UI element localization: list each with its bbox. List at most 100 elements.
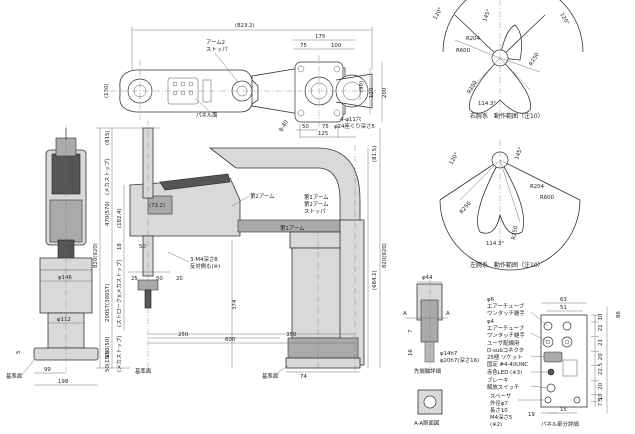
dim-5-front: 5 (16, 351, 22, 354)
panel-dim-6: 10 (598, 393, 604, 400)
r204-l: R204 (530, 184, 545, 190)
dim-823: (823.2) (235, 23, 255, 29)
label-arm1-stopper-1: 第1アーム (304, 193, 329, 201)
r600-l: R600 (540, 195, 555, 201)
dim-120: 120 (369, 87, 375, 98)
vdim-182: (182.4) (117, 208, 123, 228)
vdim-820: 820(920) (93, 243, 99, 268)
dim-73-2: (73.2) (149, 203, 165, 209)
r250-l: R250 (459, 200, 473, 215)
panel-dim-3: 20 (598, 353, 604, 360)
range-right: 120° 120° 145° R204 R600 R250 R250 114.3… (433, 0, 584, 120)
r250b-l: R250 (511, 225, 519, 240)
angle-120b-r: 120° (558, 12, 570, 27)
dim-250: 250 (178, 332, 189, 338)
dim-100: 100 (331, 43, 342, 49)
label-aa-section: A-A断面図 (414, 419, 439, 427)
dim-51: 51 (560, 305, 567, 311)
dim-50b: 50 (156, 276, 163, 282)
dim-7: 7 (408, 330, 414, 333)
label-arm1: 第1アーム (280, 224, 305, 232)
angle-114-l: 114.3° (486, 241, 504, 247)
panel-dim-5: 20 (598, 382, 604, 389)
label-air6-2: エアーチューブ (487, 302, 525, 310)
range-left: 120° 145° R204 R600 R250 R250 114.3° 左腕系… (439, 140, 581, 271)
dim-130: (130) (104, 84, 110, 99)
dim-50-shaft: 50 (139, 244, 146, 250)
angle-114-r: 114.3° (478, 101, 496, 107)
label-arm2-stopper-1: アーム2 (206, 39, 225, 46)
label-air6-3: ワンタッチ継手 (487, 309, 525, 317)
dim-20: 20 (176, 276, 183, 282)
label-spacer-3: 長さ10 (490, 407, 508, 414)
vdim-mech-stop-2: (メカストップ) (116, 259, 123, 296)
label-spacer-1: スペーサ (490, 393, 511, 400)
dim-75b: 75 (322, 124, 329, 130)
vdim-150: 150(50) (105, 337, 111, 358)
top-view: (823.2) 175 75 100 (90) 1 (104, 23, 388, 138)
dim-820-right: 820(920) (382, 243, 388, 268)
caption-left: 左腕系 動作範囲（注10） (470, 261, 544, 269)
angle-120a-l: 120° (449, 151, 461, 166)
label-dsub-1: ユーザ配線用 (487, 339, 519, 347)
dim-50: 50 (302, 124, 309, 130)
dim-198: 198 (58, 379, 69, 385)
angle-145-l: 145° (514, 146, 524, 161)
label-spacer-4: M4深さ5 (490, 413, 512, 421)
label-base-face-side-1: 基準面 (135, 367, 152, 375)
dim-16: 16 (408, 349, 414, 356)
label-brake-1: ブレーキ (487, 376, 509, 384)
label-dsub-4: 固定 #4-40UNC (487, 360, 528, 368)
label-arm1-stopper-3: ストッパ (304, 208, 326, 215)
panel-dim-0: 10 (598, 313, 604, 320)
dim-374: 374 (232, 299, 238, 310)
dim-phi14: φ14h7 (440, 351, 457, 357)
label-air4-1: φ4 (487, 319, 495, 325)
dim-815-right: (81.5) (372, 146, 378, 162)
angle-120a-r: 120° (433, 6, 445, 21)
r250-r: R250 (529, 51, 541, 67)
r250b-r: R250 (467, 79, 479, 95)
dim-19: 19 (528, 412, 535, 418)
vdim-mech-stop-1: (メカストップ) (104, 158, 111, 195)
label-arm1-stopper-2: 第2アーム (304, 200, 329, 208)
panel-dim-2: 21 (598, 339, 604, 346)
label-A-1: A (403, 311, 407, 317)
dim-25: 25 (131, 276, 138, 282)
dim-200: 200 (382, 87, 388, 98)
dim-86: 86 (616, 311, 622, 318)
label-dsub-3: 25極 ソケット (487, 353, 523, 361)
vdim-815: (815) (105, 131, 111, 146)
vdim-mech-stop-3: (メカストップ) (116, 335, 123, 372)
panel-dim-4: 22.5 (598, 363, 604, 375)
vdim-200st: 200ST(300ST) (105, 284, 111, 322)
dim-phi146: φ146 (58, 275, 72, 281)
label-spacer-2: 外径φ7 (490, 399, 508, 407)
label-base-face-front: 基準面 (6, 372, 23, 380)
label-A-2: A (446, 311, 450, 317)
side-view: (73.2) (815) (メカストップ) 470(570) (182.4) 1… (93, 120, 388, 380)
label-panel: パネル面 (196, 112, 218, 119)
r204-r: R204 (466, 36, 481, 42)
label-dsub-2: D-subコネクタ (487, 346, 524, 354)
caption-right: 右腕系 動作範囲（注10） (470, 112, 544, 120)
label-brake-2: 解放スイッチ (487, 383, 519, 391)
shaft-detail: φ44 A A 7 16 φ14h7 φ20h7(深さ16) 先端軸詳細 A-A… (403, 275, 479, 427)
dim-90: (90) (359, 81, 365, 92)
panel-dim-7: 7.5 (598, 398, 604, 407)
angle-145-r: 145° (482, 8, 492, 23)
label-air4-2: エアーチューブ (487, 324, 525, 332)
vdim-18: 18 (117, 243, 123, 250)
label-air4-3: ワンタッチ継手 (487, 331, 525, 339)
panel-dim-1: 21 (598, 324, 604, 331)
vdim-stroke: (ストローク) (116, 296, 123, 327)
front-view: φ146 φ112 99 198 5 基準面 (6, 125, 99, 386)
label-holes-1: 4-φ11穴 (340, 115, 362, 123)
label-holes-2: φ24座ぐり深さ5 (334, 122, 375, 130)
dim-8-40: 8-40 (279, 119, 291, 133)
dim-99: 99 (44, 367, 51, 373)
dim-684: (684.1) (372, 270, 378, 290)
